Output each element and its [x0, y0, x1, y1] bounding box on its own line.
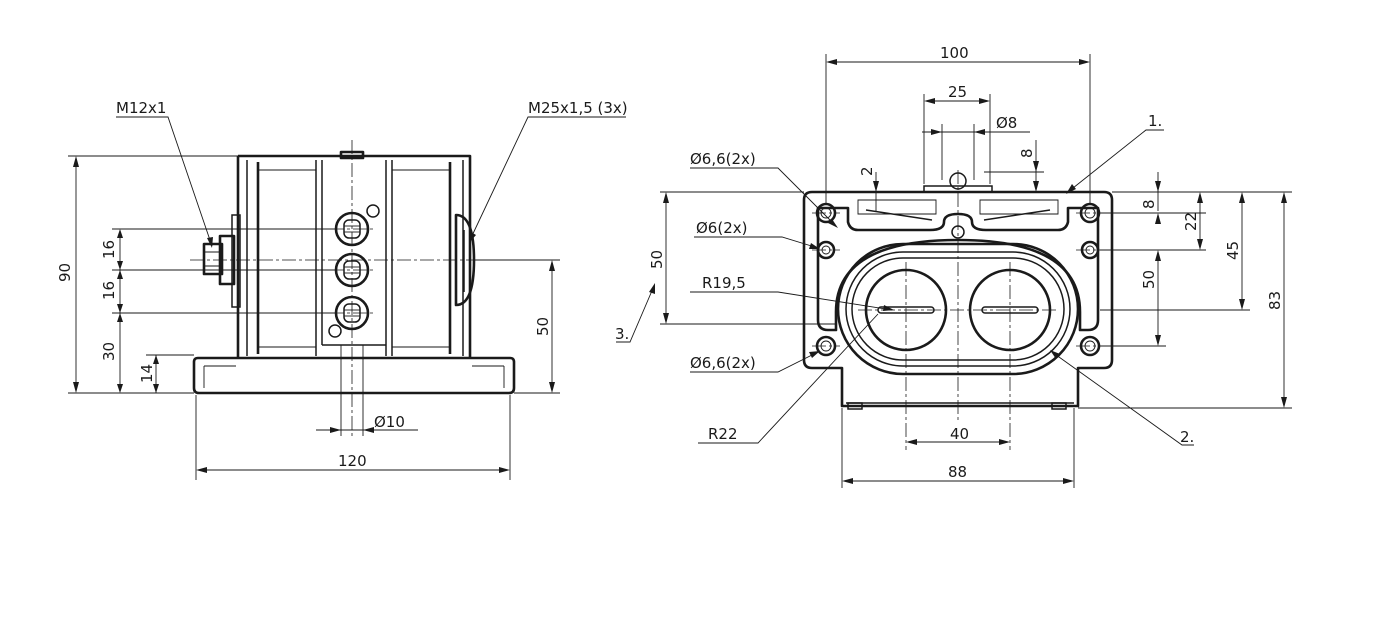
dim-front-gap-2: 2 [858, 166, 876, 176]
item-label-2: 2. [1180, 428, 1194, 446]
dim-front-boss-25: 25 [948, 83, 967, 101]
dim-front-pedal-pitch-40: 40 [950, 425, 969, 443]
label-radius-19-5: R19,5 [702, 274, 746, 292]
dim-side-height-90: 90 [56, 263, 74, 282]
dim-side-pitch-16b: 16 [100, 281, 118, 300]
dim-side-offset-30: 30 [100, 342, 118, 361]
item-label-1: 1. [1148, 112, 1162, 130]
label-radius-22: R22 [708, 425, 738, 443]
dim-front-pitch-right-50: 50 [1140, 270, 1158, 289]
dim-front-offset-8: 8 [1140, 199, 1158, 209]
dim-front-height-83: 83 [1266, 291, 1284, 310]
dim-front-boss-height-8: 8 [1018, 148, 1036, 158]
label-hole-bottom-66: Ø6,6(2x) [690, 354, 756, 372]
dim-side-axis-50: 50 [534, 317, 552, 336]
label-hole-side-6: Ø6(2x) [696, 219, 747, 237]
dim-front-body-45: 45 [1224, 241, 1242, 260]
dim-side-width-120: 120 [338, 452, 367, 470]
label-m12x1: M12x1 [116, 99, 166, 117]
label-m25x1-5: M25x1,5 (3x) [528, 99, 628, 117]
item-label-3: 3. [615, 325, 629, 343]
dim-front-width-100: 100 [940, 44, 969, 62]
dim-side-base-14: 14 [138, 364, 156, 383]
dim-front-pitch-left-50: 50 [648, 250, 666, 269]
label-hole-top-66: Ø6,6(2x) [690, 150, 756, 168]
label-diameter-10: Ø10 [374, 413, 405, 431]
dim-side-pitch-16a: 16 [100, 240, 118, 259]
side-view [68, 116, 626, 480]
label-diameter-8: Ø8 [996, 114, 1017, 132]
front-view [616, 54, 1292, 488]
dim-front-base-88: 88 [948, 463, 967, 481]
dim-front-drop-22: 22 [1182, 212, 1200, 231]
